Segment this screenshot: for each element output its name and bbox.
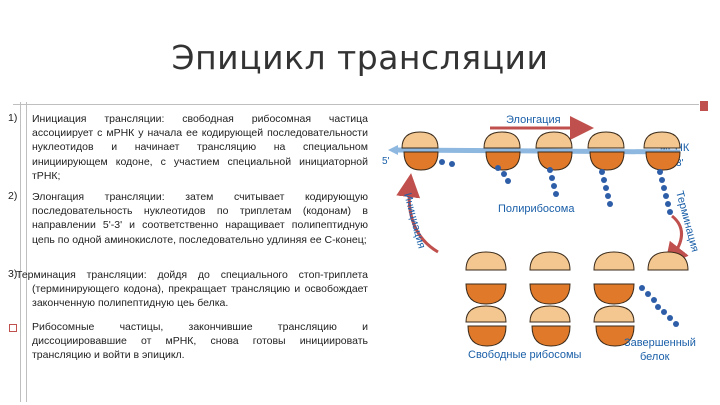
mrna-strand	[393, 147, 681, 155]
initiation-label: Инициация	[401, 192, 427, 250]
five-prime-label: 5'	[382, 156, 390, 167]
elongation-label: Элонгация	[506, 114, 561, 126]
ribosome	[483, 131, 521, 171]
free-ribosomes-label: Свободные рибосомы	[468, 349, 582, 361]
translation-diagram: Элонгация мРНК 3' 5'	[382, 114, 701, 363]
ribosome-large-subunit	[593, 283, 635, 305]
finished-protein-label: Завершенный	[624, 337, 696, 349]
ribosome-small-subunit	[593, 251, 635, 271]
ribosome	[465, 305, 507, 347]
list-item: Инициация трансляции: свободная рибосомн…	[32, 113, 368, 182]
ribosome	[529, 305, 571, 347]
ribosome-large-subunit	[529, 283, 571, 305]
polyribosome-label: Полирибосома	[498, 203, 575, 215]
ribosome	[587, 131, 625, 171]
ribosome	[593, 305, 635, 347]
item-number: 3)	[8, 268, 18, 280]
item-number: 2)	[8, 190, 18, 202]
ribosome-large-subunit	[465, 283, 507, 305]
three-prime-label: 3'	[676, 158, 684, 169]
ribosome	[643, 131, 681, 171]
page-title: Эпицикл трансляции	[171, 38, 549, 77]
divider	[13, 104, 699, 105]
ribosome	[401, 131, 439, 171]
ribosome-small-subunit	[647, 251, 689, 271]
accent-mark	[700, 101, 708, 111]
ribosome-small-subunit	[465, 251, 507, 271]
side-rule	[20, 102, 21, 402]
bullet-icon	[9, 324, 17, 332]
item-number: 1)	[8, 112, 18, 124]
polyribosome	[401, 131, 681, 171]
finished-protein-label: белок	[640, 351, 670, 363]
mrna-arrow-icon	[388, 145, 398, 155]
list-item: Рибосомные частицы, закончившие трансляц…	[32, 321, 368, 362]
peptide-chains	[439, 159, 673, 215]
item-text: Терминация трансляции: дойдя до специаль…	[16, 269, 368, 310]
ribosome-small-subunit	[529, 251, 571, 271]
list-item: Терминация трансляции: дойдя до специаль…	[16, 268, 368, 311]
finished-protein-chain	[639, 285, 679, 327]
ribosome	[535, 131, 573, 171]
free-ribosomes	[465, 251, 689, 347]
side-rule-inner	[26, 102, 27, 402]
initiation-arrow	[396, 173, 439, 254]
list-item: Элонгация трансляции: затем считывает ко…	[32, 191, 368, 246]
